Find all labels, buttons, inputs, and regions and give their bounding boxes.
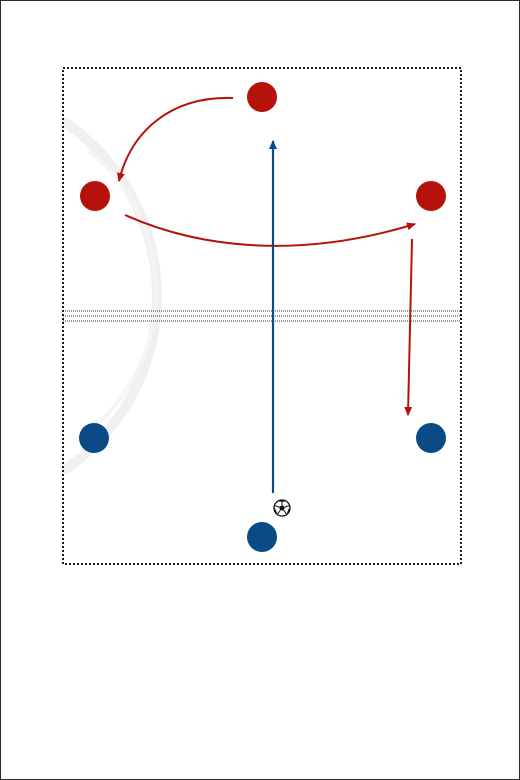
midline-net [63,310,461,322]
soccer-ball-icon [273,499,291,517]
player-red-left [80,181,110,211]
red-left-to-right-arrow [124,214,416,247]
player-red-right [416,181,446,211]
player-red-top [247,82,277,112]
player-blue-left [79,423,109,453]
watermark-crest-icon [60,116,162,476]
player-blue-bottom [247,522,277,552]
red-top-to-left-arrow [116,96,234,182]
player-blue-right [416,423,446,453]
red-right-down-arrow [404,238,413,416]
